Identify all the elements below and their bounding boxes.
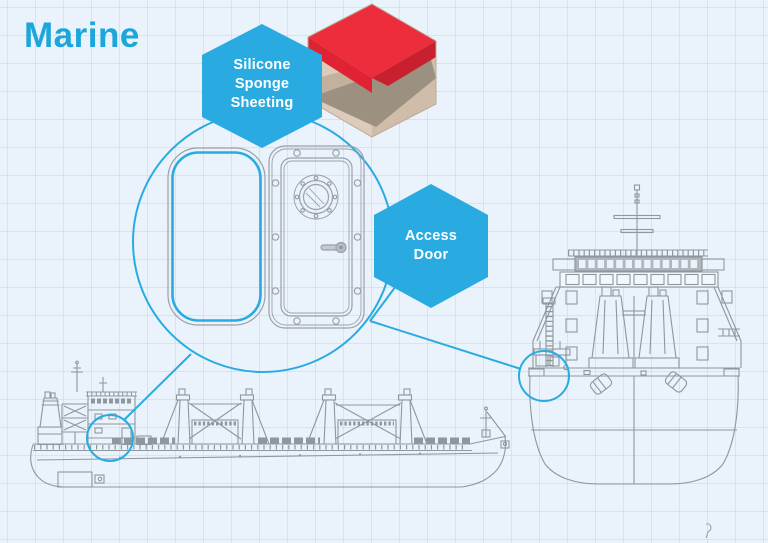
side-ship-masts	[71, 360, 507, 438]
deck-crane-1	[160, 388, 270, 445]
label-line: Access	[405, 228, 457, 244]
corner-mark	[705, 523, 712, 539]
sponge-door-gasket	[167, 147, 266, 326]
connector-line-hexagon	[369, 285, 397, 322]
door-location-highlight-side-view	[86, 414, 134, 462]
side-ship-hull	[30, 435, 510, 488]
front-ship-superstructure	[532, 286, 742, 368]
hexagon-silicone-sponge-sheeting	[202, 24, 322, 148]
connector-line-right	[369, 320, 522, 370]
page-title: Marine	[24, 16, 140, 55]
access-door-label: Access Door	[371, 227, 491, 265]
silicone-sponge-sheet-sample	[307, 3, 437, 138]
front-ship-bridge	[552, 249, 725, 288]
marine-access-door	[268, 145, 365, 329]
side-ship-superstructure	[61, 391, 152, 446]
hexagon-access-door	[374, 184, 488, 308]
label-line: Door	[413, 247, 449, 263]
frame-bolts	[271, 149, 362, 325]
side-ship-funnel	[37, 391, 63, 446]
ship-front-view	[528, 184, 742, 485]
label-line: Sponge	[234, 76, 290, 92]
label-line: Silicone	[233, 57, 291, 73]
silicone-sponge-sheeting-label: Silicone Sponge Sheeting	[192, 56, 332, 113]
superstructure-door	[121, 427, 132, 446]
deck-crane-2	[306, 388, 428, 445]
front-ship-mast	[613, 184, 661, 256]
label-line: Sheeting	[230, 95, 294, 111]
cargo-ship-side-view	[30, 360, 510, 488]
porthole-window	[293, 174, 339, 220]
door-handle-icon	[320, 241, 347, 254]
connector-line-left	[123, 353, 192, 421]
front-ship-davit	[533, 297, 571, 371]
door-location-highlight-front-view	[518, 350, 570, 402]
front-ship-funnels	[588, 286, 680, 369]
